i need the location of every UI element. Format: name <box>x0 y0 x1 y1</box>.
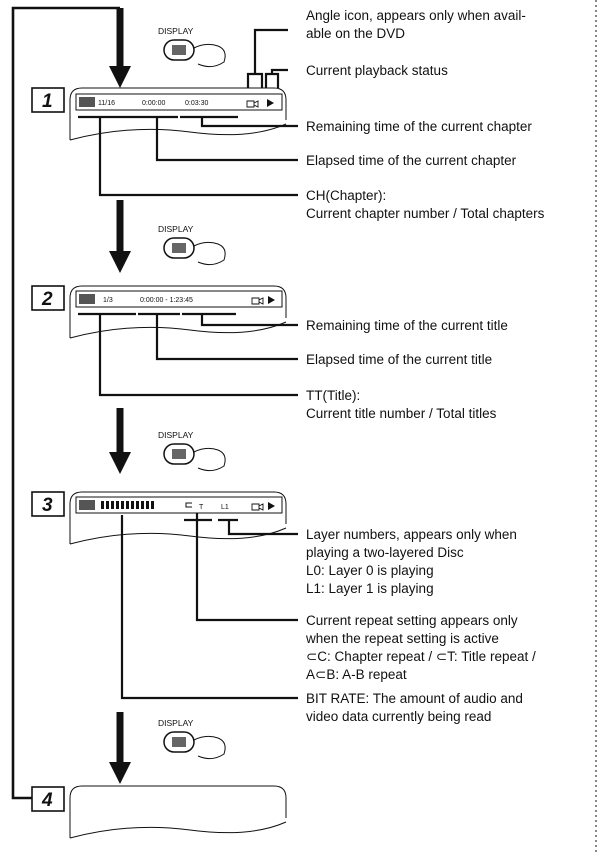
display-button[interactable]: DISPLAY <box>158 430 226 472</box>
arrow-down-icon <box>109 712 131 784</box>
angle-camera-icon <box>246 100 259 108</box>
svg-text:BIT RATE: The amount of audio: BIT RATE: The amount of audio and <box>306 691 523 706</box>
step-number: 2 <box>41 289 53 310</box>
step-4: 4 <box>31 785 287 839</box>
osd-title: 1/3 <box>103 297 113 304</box>
step-number: 1 <box>42 91 53 112</box>
step-number: 4 <box>41 790 53 811</box>
arrow-down-icon <box>109 200 131 273</box>
svg-text:playing a two-layered Disc: playing a two-layered Disc <box>306 545 464 560</box>
tv-screen <box>69 491 287 545</box>
hand-pressing-button-icon <box>163 443 226 472</box>
svg-text:⊂C: Chapter repeat / ⊂T: Title: ⊂C: Chapter repeat / ⊂T: Title repeat / <box>306 649 536 664</box>
svg-text:Current title number / Total t: Current title number / Total titles <box>306 406 497 421</box>
annotation-status: Current playback status <box>306 63 448 78</box>
display-button[interactable]: DISPLAY <box>158 224 226 266</box>
play-icon <box>268 502 275 510</box>
osd-bar: 11/16 0:00:00 0:03:30 <box>75 93 283 111</box>
repeat-icon <box>185 502 192 508</box>
hand-pressing-button-icon <box>163 731 226 760</box>
angle-camera-icon <box>251 297 264 305</box>
display-button[interactable]: DISPLAY <box>158 26 226 68</box>
step-number-box <box>31 491 65 517</box>
annotation-angle: Angle icon, appears only when avail- abl… <box>306 8 526 41</box>
osd-times: 0:00:00 - 1:23:45 <box>140 297 193 304</box>
display-label: DISPLAY <box>158 718 194 728</box>
svg-text:when the repeat setting is act: when the repeat setting is active <box>305 631 499 646</box>
title-icon <box>79 294 95 304</box>
svg-text:CH(Chapter):: CH(Chapter): <box>306 188 386 203</box>
loop-line <box>11 6 120 800</box>
tv-screen <box>69 785 287 839</box>
chapter-icon <box>79 97 95 107</box>
step-2: 2 1/3 0:00:00 - 1:23:45 Remaining time o… <box>31 285 508 421</box>
step-number: 3 <box>42 495 53 516</box>
osd-repeat: T <box>199 504 204 511</box>
step-1: 1 11/16 0:00:00 0:03:30 Angle icon, appe… <box>31 8 545 221</box>
bitrate-icon <box>79 500 95 510</box>
display-button[interactable]: DISPLAY <box>158 718 226 760</box>
osd-chapter: 11/16 <box>98 100 115 107</box>
osd-elapsed: 0:00:00 <box>142 100 165 107</box>
display-label: DISPLAY <box>158 26 194 36</box>
annotation-chapter: CH(Chapter): Current chapter number / To… <box>306 188 545 221</box>
play-icon <box>267 99 274 107</box>
hand-pressing-button-icon <box>163 237 226 266</box>
play-icon <box>268 296 275 304</box>
bitrate-meter <box>101 501 154 509</box>
display-label: DISPLAY <box>158 430 194 440</box>
annotation-title: TT(Title): Current title number / Total … <box>306 388 497 421</box>
svg-text:L0: Layer 0 is playing: L0: Layer 0 is playing <box>306 563 434 578</box>
hand-pressing-button-icon <box>163 39 226 68</box>
annotation-elapsed: Elapsed time of the current chapter <box>306 153 517 168</box>
annotation-bitrate: BIT RATE: The amount of audio and video … <box>306 691 523 724</box>
osd-bar: 1/3 0:00:00 - 1:23:45 <box>75 290 283 308</box>
tv-screen <box>69 87 287 141</box>
svg-text:Layer numbers, appears only wh: Layer numbers, appears only when <box>306 527 517 542</box>
annotation-remaining: Remaining time of the current title <box>306 318 508 333</box>
step-number-box <box>31 87 65 113</box>
svg-text:able on the DVD: able on the DVD <box>306 26 405 41</box>
svg-text:Current chapter number / Total: Current chapter number / Total chapters <box>306 206 545 221</box>
angle-camera-icon <box>251 503 264 511</box>
arrow-down-icon <box>109 408 131 474</box>
osd-layer: L1 <box>221 504 229 511</box>
osd-bar: T L1 <box>75 496 283 514</box>
step-number-box <box>31 285 65 311</box>
svg-text:Current repeat setting appears: Current repeat setting appears only <box>306 613 518 628</box>
svg-text:L1: Layer 1 is playing: L1: Layer 1 is playing <box>306 581 434 596</box>
svg-text:Angle icon, appears only when: Angle icon, appears only when avail- <box>306 8 526 23</box>
step-number-box <box>31 786 65 812</box>
display-label: DISPLAY <box>158 224 194 234</box>
svg-text:TT(Title):: TT(Title): <box>306 388 360 403</box>
svg-text:video data currently being rea: video data currently being read <box>306 709 491 724</box>
arrow-down-icon <box>109 8 131 88</box>
annotation-elapsed: Elapsed time of the current title <box>306 352 492 367</box>
svg-text:A⊂B: A-B repeat: A⊂B: A-B repeat <box>306 667 407 682</box>
annotation-repeat: Current repeat setting appears only when… <box>305 613 536 682</box>
annotation-layer: Layer numbers, appears only when playing… <box>306 527 517 596</box>
osd-remaining: 0:03:30 <box>185 100 208 107</box>
annotation-remaining: Remaining time of the current chapter <box>306 119 532 134</box>
tv-screen <box>69 285 287 339</box>
step-3: 3 T L1 Layer nu <box>31 491 536 724</box>
